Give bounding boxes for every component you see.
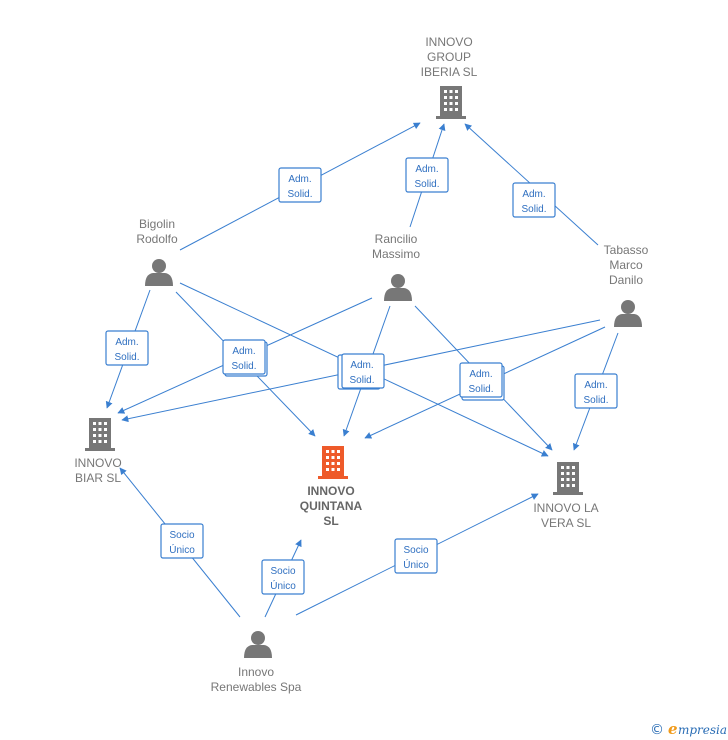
copyright-icon: © <box>650 722 664 738</box>
node-label-line: Danilo <box>609 273 643 287</box>
node-label-line: GROUP <box>427 50 471 64</box>
edge-label-renewables-la-vera: Socio Único <box>394 538 438 574</box>
node-innovo-group-iberia[interactable]: INNOVO GROUP IBERIA SL <box>421 35 478 119</box>
svg-text:Único: Único <box>169 543 195 556</box>
node-label-line: Innovo <box>238 665 274 679</box>
edge-labels: Adm. Solid. Adm. Solid. Adm. Solid. Adm.… <box>105 157 618 595</box>
node-label-line: VERA SL <box>541 516 591 530</box>
node-innovo-renewables-spa[interactable]: Innovo Renewables Spa <box>211 631 302 694</box>
svg-text:Socio: Socio <box>403 545 428 556</box>
node-label-line: IBERIA SL <box>421 65 478 79</box>
node-label-line: Massimo <box>372 247 420 261</box>
edge-label-renewables-quintana: Socio Único <box>261 559 305 595</box>
svg-text:Solid.: Solid. <box>414 179 439 190</box>
svg-text:Único: Único <box>270 579 296 592</box>
svg-text:Solid.: Solid. <box>114 352 139 363</box>
node-rancilio-massimo[interactable]: Rancilio Massimo <box>372 232 420 301</box>
node-innovo-la-vera[interactable]: INNOVO LA VERA SL <box>533 462 599 530</box>
svg-text:Solid.: Solid. <box>521 204 546 215</box>
svg-text:Socio: Socio <box>169 530 194 541</box>
svg-text:Solid.: Solid. <box>468 384 493 395</box>
edge-label-tabasso-group-iberia: Adm. Solid. <box>512 182 556 218</box>
edge-label-bigolin-biar: Adm. Solid. <box>105 330 149 366</box>
building-icon <box>318 446 348 479</box>
person-icon <box>145 259 173 286</box>
node-label-line: QUINTANA <box>300 499 363 513</box>
node-label-line: INNOVO <box>74 456 121 470</box>
svg-text:Adm.: Adm. <box>522 189 545 200</box>
building-icon <box>553 462 583 495</box>
node-label-line: INNOVO <box>307 484 354 498</box>
building-icon <box>436 86 466 119</box>
node-label-line: BIAR SL <box>75 471 121 485</box>
edge-label-rancilio-la-vera: Adm. Solid. <box>459 362 505 401</box>
node-label-line: Marco <box>609 258 643 272</box>
svg-text:Socio: Socio <box>270 566 295 577</box>
edge-label-rancilio-quintana: Adm. Solid. <box>337 353 385 390</box>
building-icon <box>85 418 115 451</box>
person-icon <box>244 631 272 658</box>
empresia-brand: © e mpresia <box>650 720 727 738</box>
edge-label-renewables-biar: Socio Único <box>160 523 204 559</box>
node-label-line: INNOVO <box>425 35 472 49</box>
node-label-line: Rancilio <box>375 232 418 246</box>
svg-text:Solid.: Solid. <box>583 395 608 406</box>
svg-text:Adm.: Adm. <box>415 164 438 175</box>
node-innovo-quintana[interactable]: INNOVO QUINTANA SL <box>300 446 363 528</box>
node-tabasso-marco-danilo[interactable]: Tabasso Marco Danilo <box>604 243 649 327</box>
node-label-line: Renewables Spa <box>211 680 302 694</box>
person-icon <box>614 300 642 327</box>
edge-label-rancilio-group-iberia: Adm. Solid. <box>405 157 449 193</box>
svg-text:Adm.: Adm. <box>232 346 255 357</box>
svg-text:Adm.: Adm. <box>469 369 492 380</box>
node-label-line: INNOVO LA <box>533 501 598 515</box>
person-icon <box>384 274 412 301</box>
svg-text:Único: Único <box>403 558 429 571</box>
svg-text:Adm.: Adm. <box>350 360 373 371</box>
svg-text:Adm.: Adm. <box>288 174 311 185</box>
svg-text:Solid.: Solid. <box>349 375 374 386</box>
edge-label-tabasso-la-vera: Adm. Solid. <box>574 373 618 409</box>
edge-label-bigolin-quintana: Adm. Solid. <box>222 339 268 377</box>
node-label-line: Tabasso <box>604 243 649 257</box>
svg-text:Adm.: Adm. <box>115 337 138 348</box>
node-label-line: Bigolin <box>139 217 175 231</box>
svg-text:Adm.: Adm. <box>584 380 607 391</box>
node-label-line: SL <box>323 514 338 528</box>
node-innovo-biar[interactable]: INNOVO BIAR SL <box>74 418 122 485</box>
svg-text:Solid.: Solid. <box>231 361 256 372</box>
edge-label-bigolin-group-iberia: Adm. Solid. <box>278 167 322 203</box>
node-bigolin-rodolfo[interactable]: Bigolin Rodolfo <box>136 217 178 286</box>
svg-text:Solid.: Solid. <box>287 189 312 200</box>
node-label-line: Rodolfo <box>136 232 178 246</box>
brand-initial: e <box>668 720 678 738</box>
brand-name: mpresia <box>678 723 727 737</box>
